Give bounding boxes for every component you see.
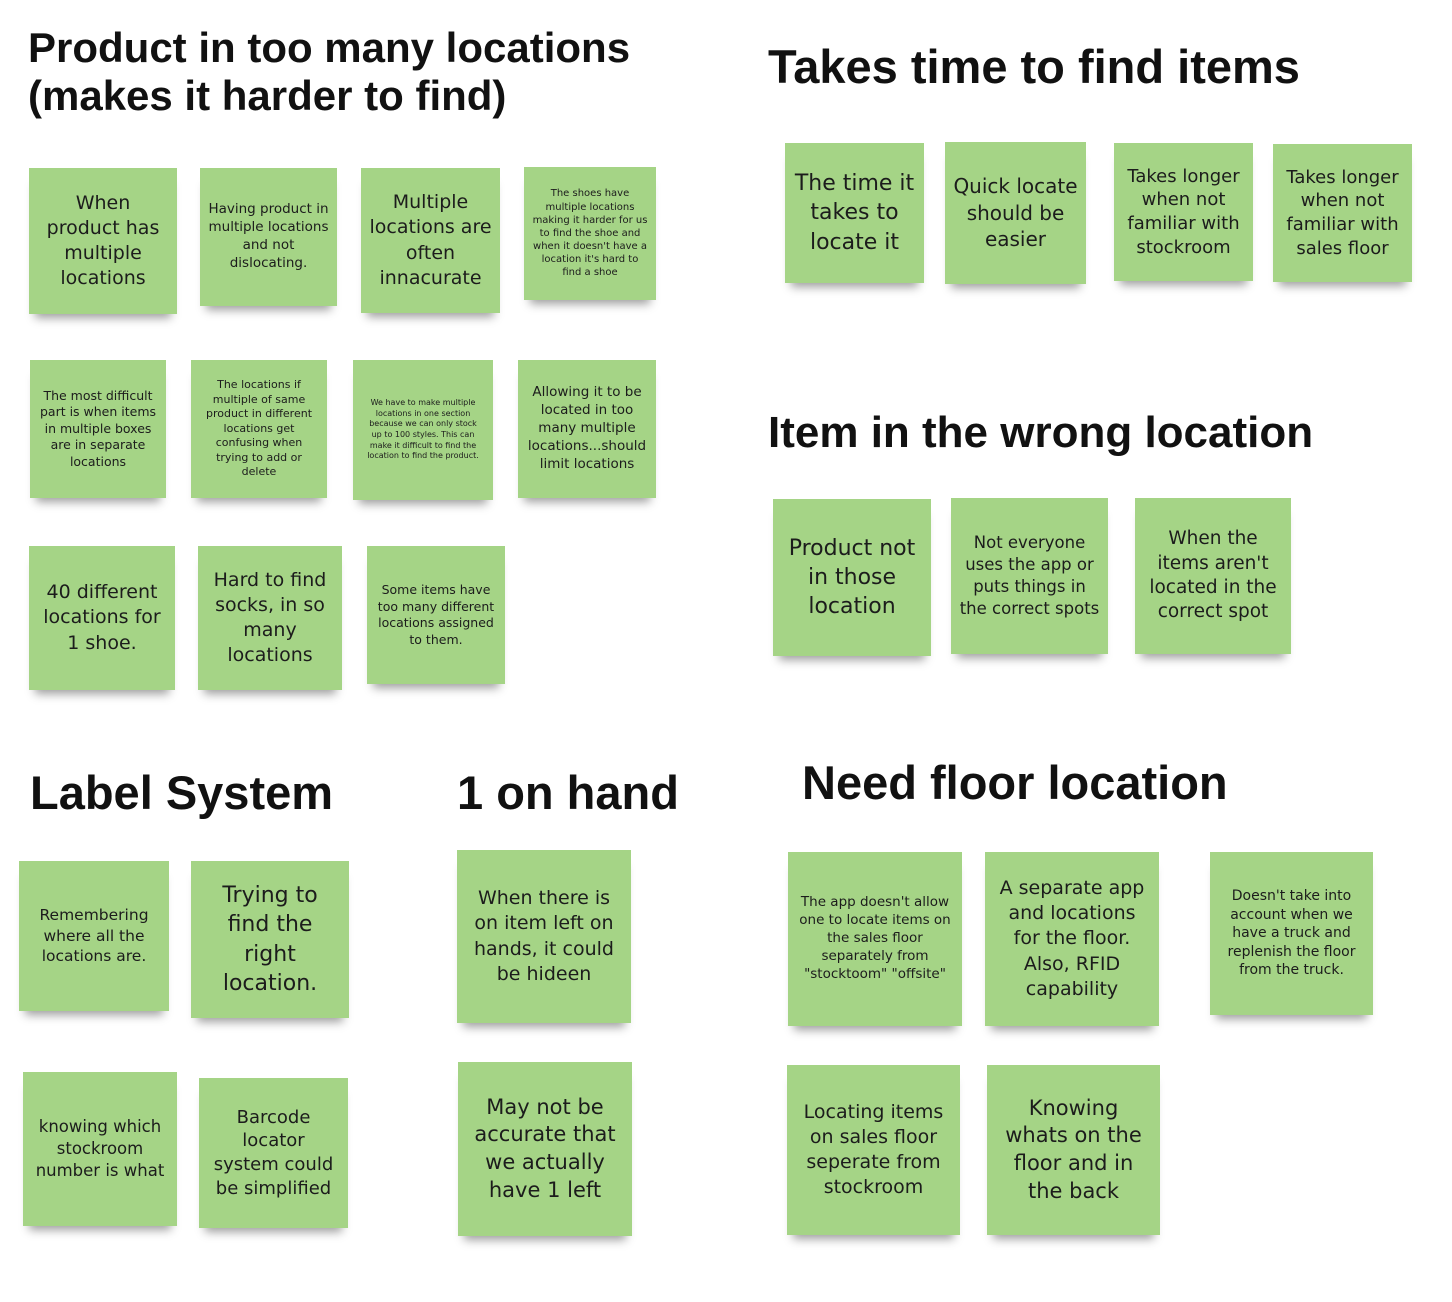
sticky-note-text: When product has multiple locations (46, 191, 160, 290)
sticky-note-text: When the items aren't located in the cor… (1149, 528, 1277, 623)
sticky-note-text: knowing which stockroom number is what (35, 1117, 165, 1180)
group-title-one-on-hand: 1 on hand (457, 766, 679, 819)
sticky-note-text: Not everyone uses the app or puts things… (959, 533, 1100, 618)
sticky-note[interactable]: Locating items on sales floor seperate f… (787, 1065, 960, 1235)
group-title-takes-time: Takes time to find items (768, 40, 1300, 93)
sticky-note[interactable]: The app doesn't allow one to locate item… (788, 852, 962, 1026)
sticky-note-text: The most difficult part is when items in… (39, 387, 157, 469)
sticky-note-text: Takes longer when not familiar with stoc… (1127, 165, 1240, 258)
sticky-note-text: Product not in those location (788, 535, 916, 620)
sticky-note[interactable]: The shoes have multiple locations making… (524, 167, 656, 300)
sticky-note[interactable]: A separate app and locations for the flo… (985, 852, 1159, 1026)
sticky-note[interactable]: When the items aren't located in the cor… (1135, 498, 1291, 654)
sticky-note-text: Some items have too many different locat… (377, 582, 495, 647)
sticky-note-text: 40 different locations for 1 shoe. (43, 581, 161, 654)
sticky-note-text: Remembering where all the locations are. (39, 906, 149, 966)
sticky-note-text: The shoes have multiple locations making… (532, 188, 648, 279)
sticky-note[interactable]: When product has multiple locations (29, 168, 177, 314)
sticky-note[interactable]: Not everyone uses the app or puts things… (951, 498, 1108, 654)
sticky-note[interactable]: Remembering where all the locations are. (19, 861, 169, 1011)
sticky-note[interactable]: The most difficult part is when items in… (30, 360, 166, 498)
sticky-note[interactable]: When there is on item left on hands, it … (457, 850, 631, 1023)
sticky-note-text: Multiple locations are often innacurate (369, 191, 492, 289)
sticky-note-text: May not be accurate that we actually hav… (474, 1094, 616, 1202)
group-title-label-system: Label System (30, 766, 334, 819)
sticky-note[interactable]: Some items have too many different locat… (367, 546, 505, 684)
sticky-note[interactable]: The time it takes to locate it (785, 143, 924, 283)
group-title-floor-location: Need floor location (802, 756, 1228, 809)
sticky-note[interactable]: Having product in multiple locations and… (200, 168, 337, 306)
sticky-note[interactable]: Allowing it to be located in too many mu… (518, 360, 656, 498)
sticky-note-text: Takes longer when not familiar with sale… (1286, 166, 1399, 259)
sticky-note-text: Allowing it to be located in too many mu… (527, 384, 647, 472)
sticky-note-text: Quick locate should be easier (953, 174, 1078, 252)
sticky-note[interactable]: Trying to find the right location. (191, 861, 349, 1018)
sticky-note[interactable]: Quick locate should be easier (945, 142, 1086, 284)
sticky-note-text: The time it takes to locate it (794, 171, 915, 255)
group-title-wrong-location: Item in the wrong location (768, 408, 1314, 457)
sticky-note[interactable]: Doesn't take into account when we have a… (1210, 852, 1373, 1015)
sticky-note[interactable]: Knowing whats on the floor and in the ba… (987, 1065, 1160, 1235)
sticky-note-text: Having product in multiple locations and… (208, 201, 329, 271)
sticky-note-text: Locating items on sales floor seperate f… (803, 1100, 944, 1199)
sticky-note-text: We have to make multiple locations in on… (367, 398, 479, 461)
sticky-note-text: The app doesn't allow one to locate item… (799, 894, 951, 982)
group-title-too-many-locations: Product in too many locations (makes it … (28, 24, 631, 120)
sticky-note-text: Barcode locator system could be simplifi… (213, 1106, 334, 1199)
sticky-note[interactable]: Takes longer when not familiar with sale… (1273, 144, 1412, 282)
sticky-note-text: The locations if multiple of same produc… (205, 378, 313, 479)
sticky-note-text: When there is on item left on hands, it … (474, 887, 614, 985)
sticky-note-text: Doesn't take into account when we have a… (1227, 888, 1356, 979)
sticky-note-text: Hard to find socks, in so many locations (213, 568, 327, 667)
sticky-note[interactable]: Hard to find socks, in so many locations (198, 546, 342, 690)
sticky-note[interactable]: Product not in those location (773, 499, 931, 656)
sticky-note[interactable]: May not be accurate that we actually hav… (458, 1062, 632, 1236)
sticky-note[interactable]: knowing which stockroom number is what (23, 1072, 177, 1226)
sticky-note[interactable]: We have to make multiple locations in on… (353, 360, 493, 500)
sticky-note[interactable]: Multiple locations are often innacurate (361, 168, 500, 313)
sticky-note[interactable]: 40 different locations for 1 shoe. (29, 546, 175, 690)
sticky-note-text: Knowing whats on the floor and in the ba… (1005, 1095, 1142, 1203)
sticky-note-text: Trying to find the right location. (222, 883, 318, 996)
sticky-note-text: A separate app and locations for the flo… (999, 877, 1145, 1000)
sticky-note[interactable]: Takes longer when not familiar with stoc… (1114, 143, 1253, 281)
sticky-note[interactable]: Barcode locator system could be simplifi… (199, 1078, 348, 1228)
sticky-note[interactable]: The locations if multiple of same produc… (191, 360, 327, 498)
